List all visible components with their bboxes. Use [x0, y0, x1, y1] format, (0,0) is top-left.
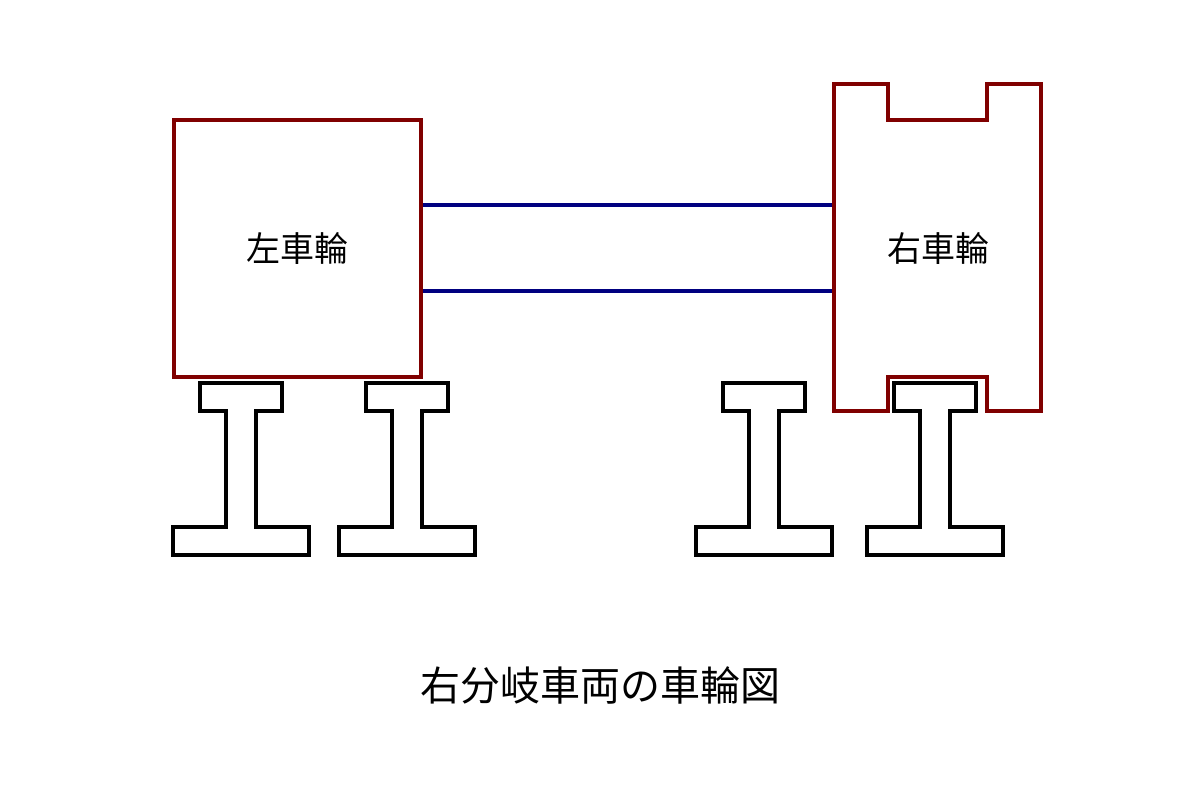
right-wheel: 右車輪 [832, 82, 1043, 413]
rails [171, 381, 1005, 557]
right-wheel-label: 右車輪 [887, 230, 989, 270]
left-wheel-body [172, 118, 423, 379]
rail-right-4 [865, 381, 1005, 557]
left-wheel-label: 左車輪 [246, 230, 348, 270]
diagram-caption: 右分岐車両の車輪図 [420, 664, 780, 710]
left-wheel: 左車輪 [172, 118, 423, 379]
rail-left-1 [171, 381, 311, 557]
rail-left-2 [337, 381, 477, 557]
rail-right-3 [694, 381, 834, 557]
right-wheel-body [832, 82, 1043, 413]
